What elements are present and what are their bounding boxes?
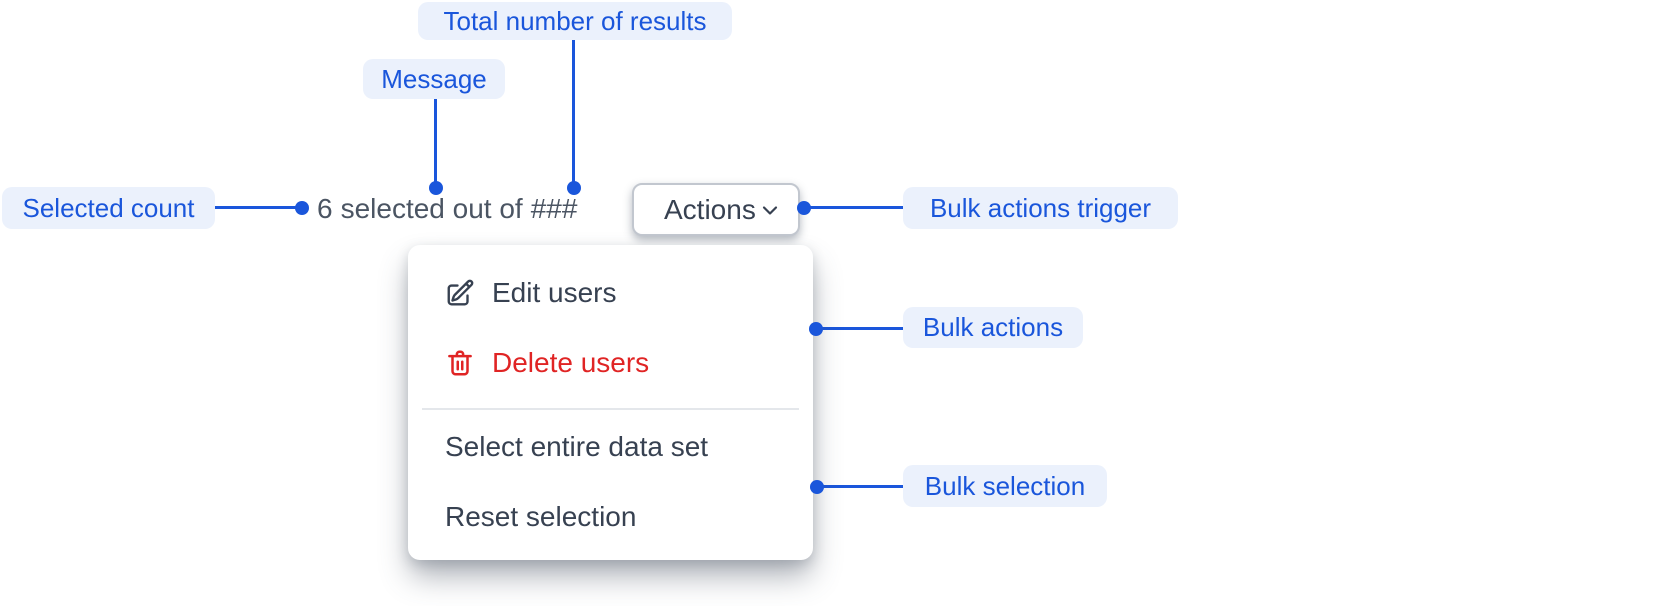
menu-item-select-entire-data-set[interactable]: Select entire data set	[445, 429, 708, 465]
annotation-bulk-actions: Bulk actions	[903, 307, 1083, 348]
bulk-actions-trigger-button[interactable]: Actions	[632, 183, 800, 236]
connector-line-total-results	[572, 40, 575, 182]
connector-dot-bulk-actions	[809, 322, 823, 336]
annotation-selected-count: Selected count	[2, 187, 215, 229]
annotation-total-results: Total number of results	[418, 2, 732, 40]
connector-line-bulk-actions	[816, 327, 903, 330]
menu-divider	[422, 408, 799, 410]
connector-dot-bulk-actions-trigger	[797, 201, 811, 215]
connector-line-selected-count	[215, 206, 297, 209]
connector-dot-message	[429, 181, 443, 195]
connector-line-bulk-actions-trigger	[804, 206, 903, 209]
actions-button-label: Actions	[664, 193, 756, 225]
menu-item-label: Select entire data set	[445, 431, 709, 462]
connector-dot-total-results	[567, 181, 581, 195]
selected-count-value: 6	[317, 192, 333, 224]
annotation-bulk-actions-trigger: Bulk actions trigger	[903, 187, 1178, 229]
pencil-square-icon	[445, 278, 475, 308]
menu-item-label: Reset selection	[445, 501, 637, 532]
total-results-placeholder: ###	[530, 192, 578, 224]
menu-item-label: Edit users	[492, 277, 617, 308]
connector-line-bulk-selection	[817, 485, 903, 488]
menu-item-delete-users[interactable]: Delete users	[445, 345, 649, 381]
connector-dot-bulk-selection	[810, 480, 824, 494]
annotation-message: Message	[363, 59, 505, 99]
chevron-down-icon	[758, 198, 782, 222]
menu-item-edit-users[interactable]: Edit users	[445, 275, 617, 311]
annotation-bulk-selection: Bulk selection	[903, 465, 1107, 507]
connector-dot-selected-count	[295, 201, 309, 215]
menu-item-reset-selection[interactable]: Reset selection	[445, 499, 636, 535]
selection-message: 6 selected out of ###	[317, 190, 577, 227]
bulk-actions-dropdown: Edit users Delete users Select entire da…	[408, 245, 813, 560]
connector-line-message	[434, 99, 437, 182]
menu-item-label: Delete users	[492, 347, 650, 378]
trash-icon	[445, 348, 475, 378]
selection-message-text: selected out of	[340, 192, 523, 224]
